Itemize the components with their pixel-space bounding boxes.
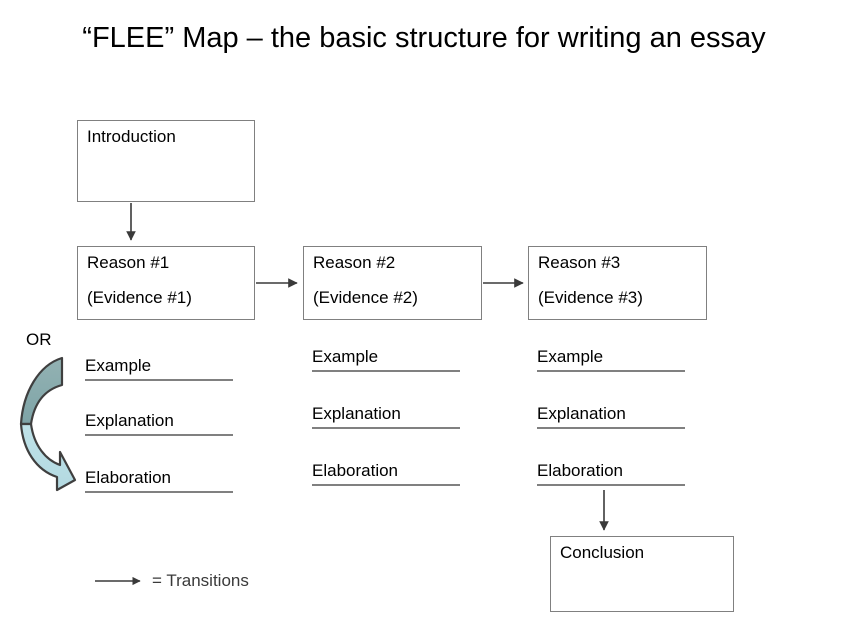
column-1-item-example-rule xyxy=(85,379,233,381)
node-reason-3-line2: (Evidence #3) xyxy=(538,288,643,307)
column-3-item-explanation-label: Explanation xyxy=(537,404,626,423)
node-reason-1-line1: Reason #1 xyxy=(87,253,170,272)
node-reason-2-line2: (Evidence #2) xyxy=(313,288,418,307)
column-2-item-elaboration-label: Elaboration xyxy=(312,461,399,480)
node-reason-2-line1: Reason #2 xyxy=(313,253,396,272)
column-2-item-elaboration-rule xyxy=(312,484,460,486)
node-introduction[interactable]: Introduction xyxy=(77,120,255,202)
column-1-item-explanation-rule xyxy=(85,434,233,436)
column-3-item-elaboration-label: Elaboration xyxy=(537,461,624,480)
or-curved-arrow-bottom-icon xyxy=(19,422,77,492)
node-reason-3[interactable]: Reason #3 (Evidence #3) xyxy=(528,246,707,320)
node-reason-1[interactable]: Reason #1 (Evidence #1) xyxy=(77,246,255,320)
column-3-item-example-label: Example xyxy=(537,347,604,366)
column-2-item-example-rule xyxy=(312,370,460,372)
column-1-item-example-label: Example xyxy=(85,356,152,375)
legend-label: = Transitions xyxy=(152,571,249,590)
or-label: OR xyxy=(26,330,52,349)
column-2-item-explanation-rule xyxy=(312,427,460,429)
node-reason-3-line1: Reason #3 xyxy=(538,253,621,272)
column-3-item-example-rule xyxy=(537,370,685,372)
node-introduction-line1: Introduction xyxy=(87,127,176,146)
node-conclusion-line1: Conclusion xyxy=(560,543,645,562)
page-title: “FLEE” Map – the basic structure for wri… xyxy=(82,22,766,54)
node-conclusion[interactable]: Conclusion xyxy=(550,536,734,612)
column-1-item-elaboration-label: Elaboration xyxy=(85,468,172,487)
column-2-item-explanation-label: Explanation xyxy=(312,404,401,423)
column-1-item-explanation-label: Explanation xyxy=(85,411,174,430)
column-2-item-example-label: Example xyxy=(312,347,379,366)
column-1-item-elaboration-rule xyxy=(85,491,233,493)
node-reason-1-line2: (Evidence #1) xyxy=(87,288,192,307)
or-curved-arrow-top-icon xyxy=(19,356,64,426)
column-3-item-elaboration-rule xyxy=(537,484,685,486)
column-3-item-explanation-rule xyxy=(537,427,685,429)
node-reason-2[interactable]: Reason #2 (Evidence #2) xyxy=(303,246,482,320)
